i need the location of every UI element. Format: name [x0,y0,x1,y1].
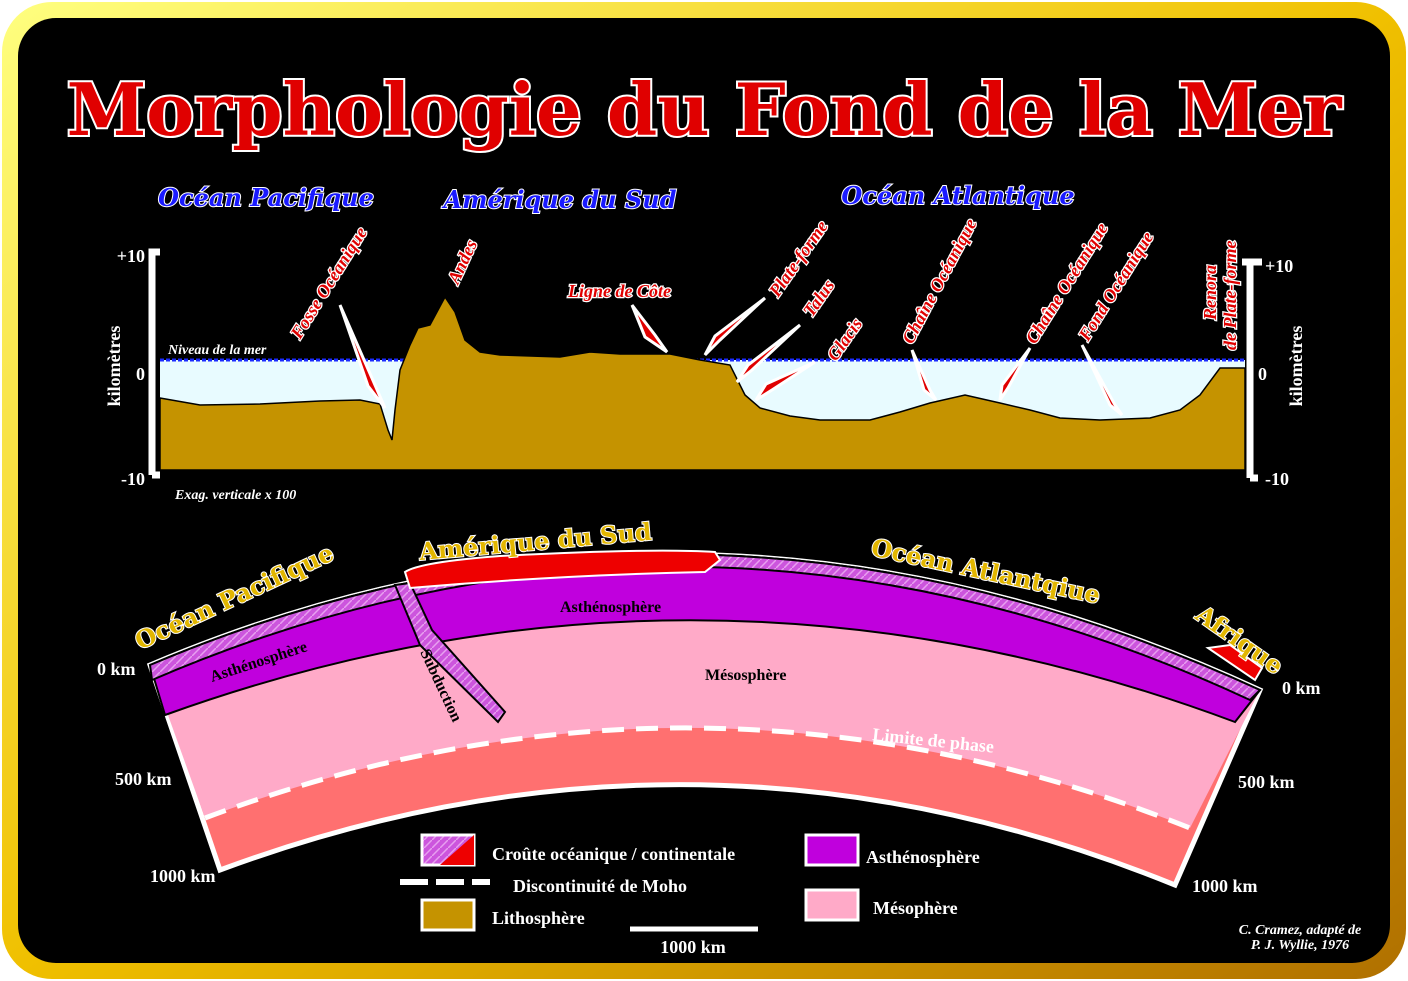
label-ligne-de-cote: Ligne de Côte [567,281,671,301]
scale-label: 1000 km [660,937,726,957]
page-title: Morphologie du Fond de la Mer [67,67,1343,152]
tick-right-minus10: -10 [1265,469,1289,489]
legend-meso: Mésophère [873,898,958,918]
legend-crust: Croûte océanique / continentale [492,844,735,864]
right-axis [1242,258,1262,482]
region-pacific: Océan Pacifique [158,183,374,212]
phase-boundary [204,725,1191,831]
legend-swatch-astheno [804,833,860,867]
tick-right-0: 0 [1258,364,1267,384]
continental-crust-south-america [403,549,722,590]
depth-right-0: 0 km [1282,678,1321,698]
depth-left-0: 0 km [97,659,136,679]
depth-right-1000: 1000 km [1192,876,1258,896]
continental-crust-africa [1205,643,1264,682]
depth-right-500: 500 km [1238,772,1295,792]
label-renora: Renora [1200,265,1220,321]
legend: Croûte océanique / continentale Disconti… [400,833,980,957]
label-de-plate-forme: de Plate-forme [1220,241,1240,350]
legend-swatch-litho [420,898,476,932]
tick-left-minus10: -10 [121,469,145,489]
sea-level-label: Niveau de la mer [167,343,267,358]
legend-astheno: Asthénosphère [866,847,980,867]
label-asthenosphere-center: Asthénosphère [560,599,661,616]
left-axis [148,248,160,479]
y-label-left: kilomètres [104,326,124,407]
exaggeration-label: Exag. verticale x 100 [174,488,296,503]
feature-arrows [338,296,1124,417]
label-mesosphere: Mésosphère [705,667,786,684]
depth-left-500: 500 km [115,769,172,789]
lithosphere-profile [159,295,1246,471]
tick-right-10: +10 [1265,256,1293,276]
tick-left-10: +10 [117,246,145,266]
legend-swatch-meso [804,888,860,922]
region-atlantic: Océan Atlantique [841,181,1074,210]
legend-litho: Lithosphère [492,908,585,928]
credit-line-1: C. Cramez, adapté de [1239,923,1362,938]
credit-line-2: P. J. Wyllie, 1976 [1251,938,1349,953]
legend-moho: Discontinuité de Moho [513,876,687,896]
tick-left-0: 0 [136,364,145,384]
y-label-right: kilomètres [1286,326,1306,407]
depth-left-1000: 1000 km [150,866,216,886]
region-south-america: Amérique du Sud [441,185,676,214]
